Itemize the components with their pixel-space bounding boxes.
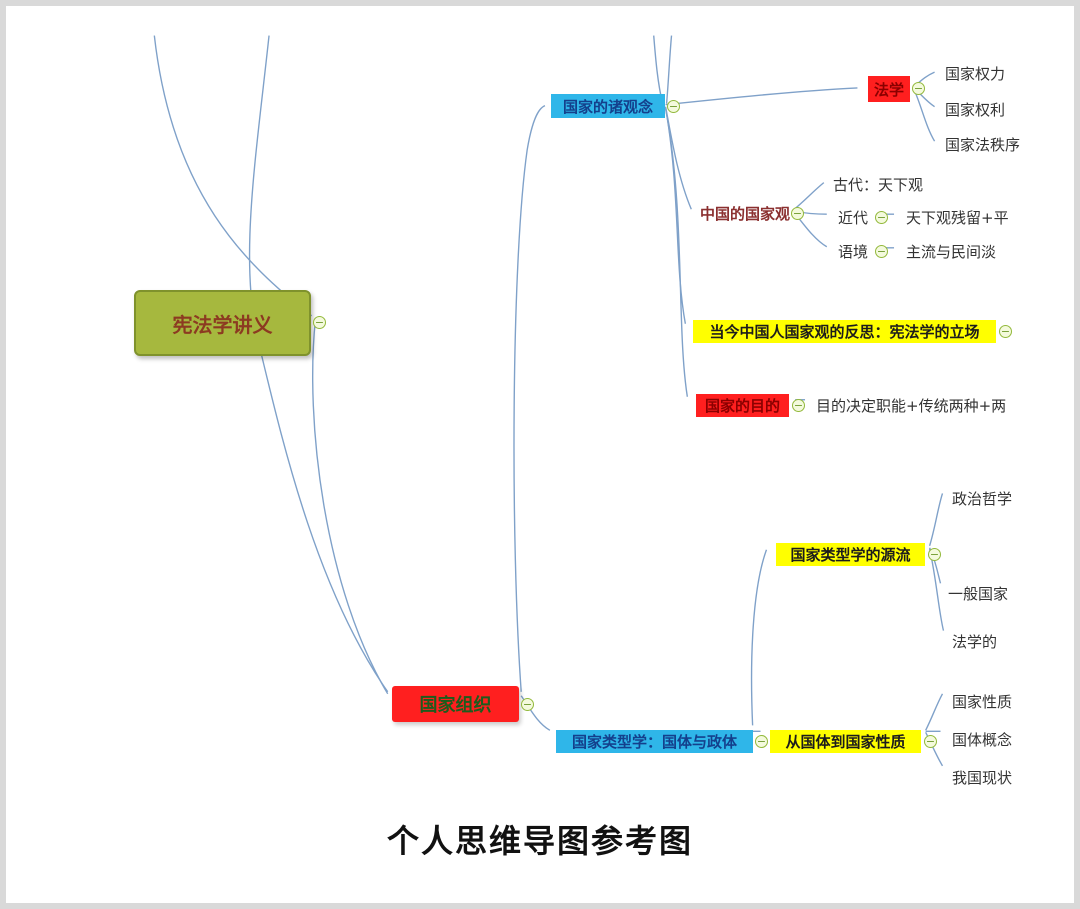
topic-quanli-1[interactable]: 国家权力 xyxy=(945,65,1006,83)
topic-mudi-detail[interactable]: 目的决定职能+传统两种+两 xyxy=(816,397,1007,415)
collapse-icon[interactable]: − xyxy=(755,735,768,748)
topic-jindai-detail[interactable]: 天下观残留+平 xyxy=(906,209,1009,227)
topic-quanli-2[interactable]: 国家权利 xyxy=(945,101,1006,119)
topic-yujing[interactable]: 语境 xyxy=(838,243,869,261)
topic-root[interactable]: 宪法学讲义 xyxy=(134,290,311,356)
connector-line xyxy=(664,107,687,324)
topic-leixingxue[interactable]: 国家类型学：国体与政体 xyxy=(556,730,753,753)
collapse-icon[interactable]: − xyxy=(313,316,326,329)
topic-yibanguojia[interactable]: 一般国家 xyxy=(948,585,1009,603)
connector-line xyxy=(665,35,673,104)
topic-zuzhi[interactable]: 国家组织 xyxy=(392,686,519,722)
collapse-icon[interactable]: − xyxy=(667,100,680,113)
connector-line xyxy=(664,108,689,397)
topic-mudi[interactable]: 国家的目的 xyxy=(696,394,789,417)
topic-faxuede[interactable]: 法学的 xyxy=(952,633,998,651)
collapse-icon[interactable]: − xyxy=(875,245,888,258)
connector-line xyxy=(793,182,825,210)
connector-line xyxy=(664,106,692,210)
collapse-icon[interactable]: − xyxy=(792,399,805,412)
connector-line xyxy=(153,35,312,317)
connector-line xyxy=(913,88,936,142)
connector-line xyxy=(312,318,389,695)
connector-line xyxy=(665,87,858,106)
collapse-icon[interactable]: − xyxy=(521,698,534,711)
collapse-icon[interactable]: − xyxy=(924,735,937,748)
topic-zhuguannian[interactable]: 国家的诸观念 xyxy=(551,94,665,118)
topic-zhengzhizhexue[interactable]: 政治哲学 xyxy=(952,490,1013,508)
topic-congguoti[interactable]: 从国体到国家性质 xyxy=(770,730,921,753)
topic-guotigainian[interactable]: 国体概念 xyxy=(952,731,1013,749)
topic-fansi[interactable]: 当今中国人国家观的反思：宪法学的立场 xyxy=(693,320,996,343)
connector-line xyxy=(925,693,944,731)
topic-gudai[interactable]: 古代：天下观 xyxy=(833,176,924,194)
topic-jindai[interactable]: 近代 xyxy=(838,209,869,227)
topic-zhongguoguan[interactable]: 中国的国家观 xyxy=(700,205,791,223)
collapse-icon[interactable]: − xyxy=(912,82,925,95)
collapse-icon[interactable]: − xyxy=(999,325,1012,338)
topic-yujing-detail[interactable]: 主流与民间淡 xyxy=(906,243,997,261)
connector-line xyxy=(248,35,389,693)
collapse-icon[interactable]: − xyxy=(791,207,804,220)
connector-lines-layer xyxy=(153,35,945,767)
collapse-icon[interactable]: − xyxy=(928,548,941,561)
topic-yuanliu[interactable]: 国家类型学的源流 xyxy=(776,543,925,566)
figure-caption: 个人思维导图参考图 xyxy=(386,822,693,860)
collapse-icon[interactable]: − xyxy=(875,211,888,224)
topic-woguoxianzhuang[interactable]: 我国现状 xyxy=(952,769,1013,787)
topic-xingzhi[interactable]: 国家性质 xyxy=(952,693,1013,711)
connector-line xyxy=(928,493,944,546)
connector-line xyxy=(513,105,546,692)
topic-faxue[interactable]: 法学 xyxy=(868,76,910,102)
connector-line xyxy=(750,549,768,726)
connector-line xyxy=(928,548,945,631)
topic-fazhixu[interactable]: 国家法秩序 xyxy=(945,136,1021,154)
